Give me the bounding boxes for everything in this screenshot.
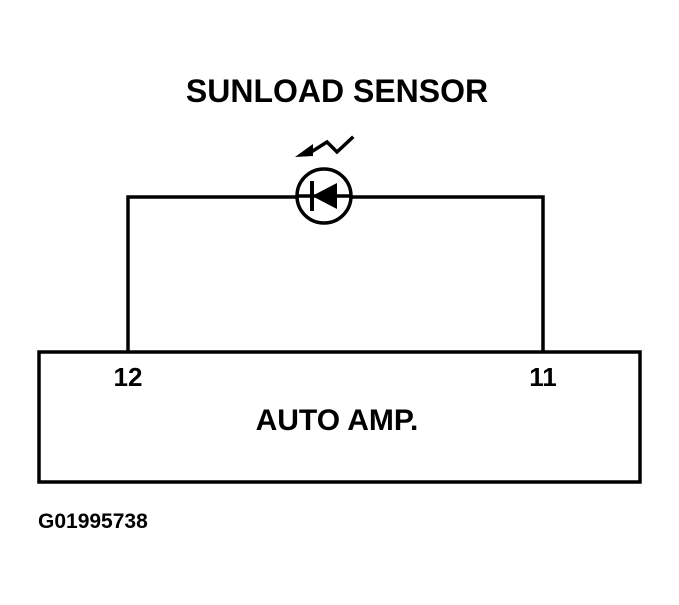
photodiode-icon [295,167,353,225]
light-arrow-icon [295,135,355,157]
auto-amp-module [37,350,642,484]
figure-code: G01995738 [38,510,148,533]
wire-pin-11 [348,195,545,352]
pin-label-left: 12 [114,362,143,392]
pin-label-right: 11 [529,362,557,392]
module-label: AUTO AMP. [256,404,419,437]
sensor-title: SUNLOAD SENSOR [186,73,488,109]
wire-pin-12 [126,195,300,352]
